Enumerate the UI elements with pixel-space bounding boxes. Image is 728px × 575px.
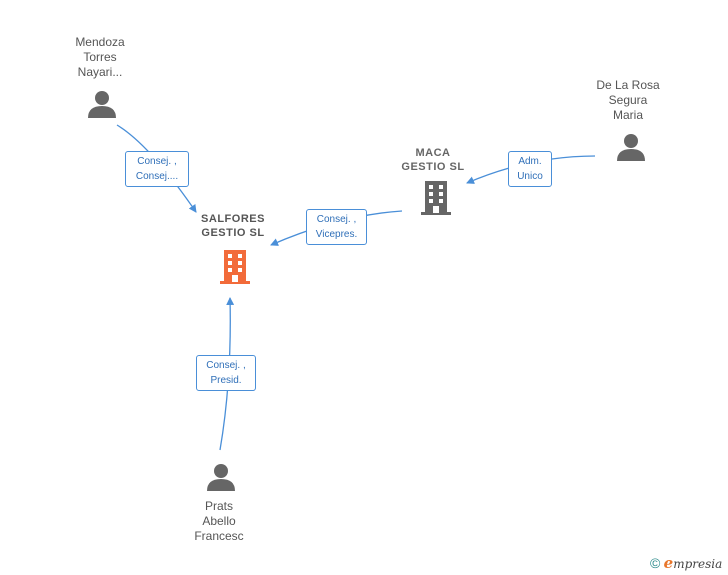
company-label-salfores[interactable]: SALFORES GESTIO SL bbox=[183, 212, 283, 240]
person-icon[interactable] bbox=[206, 462, 236, 492]
brand-name: mpresia bbox=[673, 557, 723, 571]
person-name-line: Maria bbox=[612, 108, 643, 122]
person-name-line: Francesc bbox=[194, 529, 244, 543]
relation-text: Consej.... bbox=[135, 171, 179, 182]
relation-text: Unico bbox=[517, 171, 543, 182]
company-name-line: MACA bbox=[415, 147, 451, 159]
relation-text: Consej. , bbox=[206, 360, 246, 371]
person-name-line: Segura bbox=[608, 93, 648, 107]
company-name-line: SALFORES bbox=[201, 213, 265, 225]
building-icon[interactable] bbox=[419, 179, 453, 215]
relation-text: Consej. , bbox=[137, 156, 177, 167]
person-label-mendoza[interactable]: Mendoza Torres Nayari... bbox=[50, 35, 150, 80]
person-icon[interactable] bbox=[616, 132, 646, 162]
relation-badge[interactable]: Consej. , Vicepres. bbox=[306, 209, 367, 245]
footer-brand[interactable]: © empresia bbox=[650, 554, 722, 572]
company-name-line: GESTIO SL bbox=[201, 227, 265, 239]
person-name-line: Nayari... bbox=[77, 65, 123, 79]
copyright-symbol: © bbox=[650, 555, 661, 571]
person-name-line: De La Rosa bbox=[596, 78, 660, 92]
relation-badge[interactable]: Adm. Unico bbox=[508, 151, 552, 187]
brand-logo: empresia bbox=[663, 554, 723, 572]
person-label-delarosa[interactable]: De La Rosa Segura Maria bbox=[578, 78, 678, 123]
person-name-line: Mendoza bbox=[75, 35, 125, 49]
person-name-line: Abello bbox=[202, 514, 236, 528]
person-label-prats[interactable]: Prats Abello Francesc bbox=[169, 499, 269, 544]
brand-initial: e bbox=[663, 554, 674, 572]
person-icon[interactable] bbox=[87, 89, 117, 119]
relation-text: Consej. , bbox=[316, 214, 357, 225]
building-icon[interactable] bbox=[218, 248, 252, 284]
relation-text: Presid. bbox=[210, 375, 242, 386]
relation-badge[interactable]: Consej. , Presid. bbox=[196, 355, 256, 391]
relation-badge[interactable]: Consej. , Consej.... bbox=[125, 151, 189, 187]
company-name-line: GESTIO SL bbox=[401, 161, 465, 173]
person-name-line: Torres bbox=[83, 50, 117, 64]
relation-text: Adm. bbox=[518, 156, 542, 167]
company-label-maca[interactable]: MACA GESTIO SL bbox=[383, 146, 483, 174]
relation-text: Vicepres. bbox=[315, 229, 358, 240]
person-name-line: Prats bbox=[204, 499, 233, 513]
